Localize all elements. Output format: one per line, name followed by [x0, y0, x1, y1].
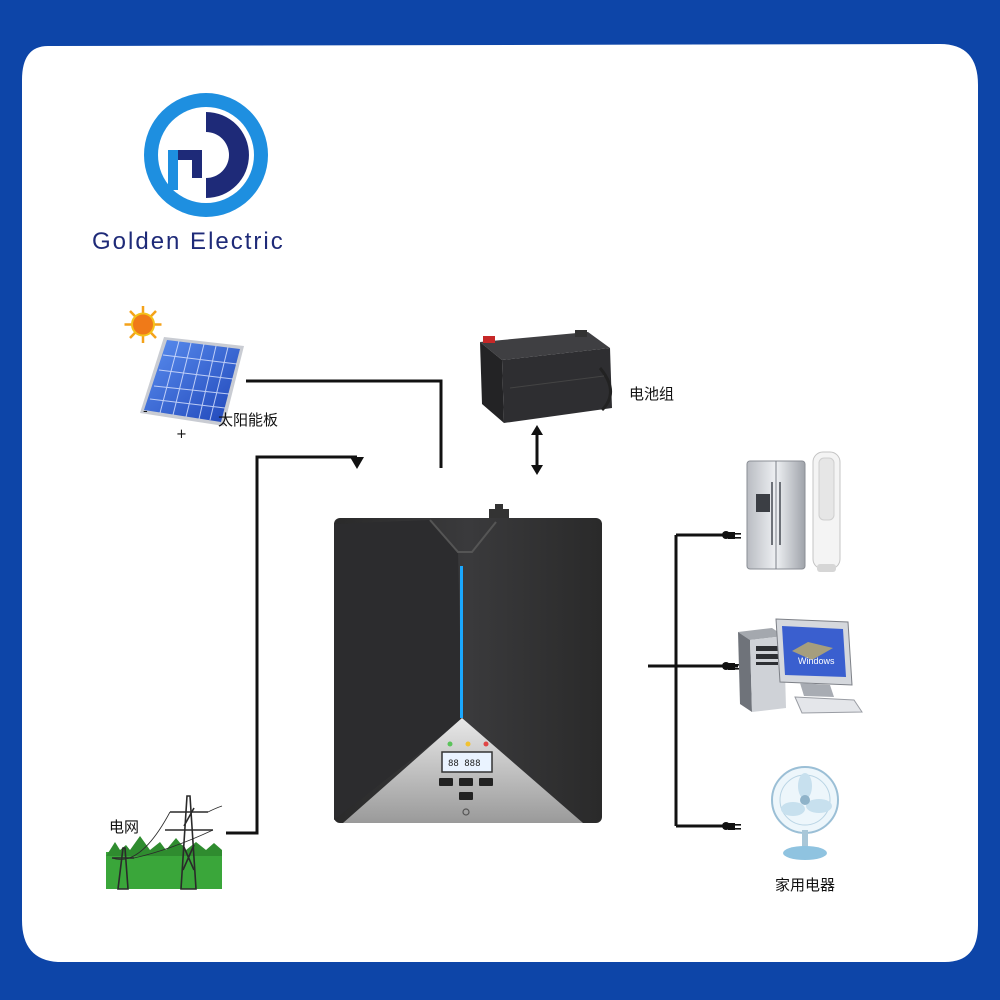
solar-wire [246, 379, 443, 468]
svg-text:88 888: 88 888 [448, 759, 481, 769]
brand-name: Golden Electric [92, 228, 285, 255]
plug-icons [722, 531, 741, 830]
grid-arrow-head [350, 457, 364, 469]
battery-label: 电池组 [629, 385, 675, 403]
solar-panel-icon [140, 337, 244, 426]
wiring [226, 379, 738, 835]
battery-arrow-up [531, 425, 543, 435]
inverter-icon: 88 888 [334, 504, 602, 823]
appliances-label: 家用电器 [775, 876, 836, 894]
battery-arrow-down [531, 465, 543, 475]
refrigerator-icon [746, 460, 806, 570]
grid-wire [226, 455, 357, 835]
computer-tower-icon [738, 628, 786, 712]
solar-negative-sign: - [143, 404, 148, 419]
tower-air-conditioner-icon [812, 451, 841, 572]
power-grid-icon [106, 795, 223, 890]
solar-panel-label: 太阳能板 [218, 411, 279, 429]
sun-icon [124, 306, 162, 343]
golden-electric-logo [144, 93, 268, 217]
electric-fan-icon [771, 766, 839, 860]
solar-positive-sign: + [176, 427, 187, 442]
battery-icon [480, 330, 612, 423]
monitor-icon: Windows [775, 618, 863, 714]
grid-label: 电网 [109, 818, 140, 836]
monitor-screen-text: Windows [798, 656, 835, 666]
